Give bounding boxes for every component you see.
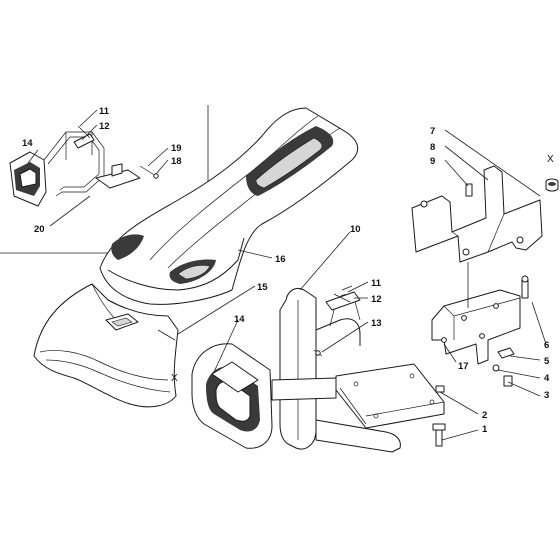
callout-16: 16 [275, 254, 286, 265]
marker-x-left: X [171, 373, 178, 384]
hood-cover [99, 107, 359, 305]
main-bumper-assembly [191, 285, 446, 453]
callout-5: 5 [544, 356, 550, 367]
callout-15: 15 [257, 282, 268, 293]
marker-x-right: X [547, 154, 554, 165]
callout-19: 19 [171, 143, 182, 154]
callout-13: 13 [371, 318, 382, 329]
lower-mount-bracket [431, 275, 529, 387]
callout-10: 10 [350, 224, 361, 235]
callout-6: 6 [544, 340, 549, 351]
callout-20: 20 [34, 224, 45, 235]
callout-11: 11 [371, 278, 382, 289]
inset-bumper-assembly [9, 125, 159, 207]
callout-4: 4 [544, 373, 550, 384]
callout-2: 2 [482, 410, 487, 421]
leader-lines [27, 109, 547, 441]
callout-12: 12 [371, 294, 382, 305]
callout-14: 14 [234, 314, 245, 325]
callout-14-inset: 14 [22, 138, 33, 149]
callout-9: 9 [430, 156, 435, 167]
callout-3: 3 [544, 390, 549, 401]
callout-18: 18 [171, 156, 182, 167]
callout-12-inset: 12 [99, 121, 110, 132]
callout-1: 1 [482, 424, 488, 435]
callout-labels: 1 2 3 4 5 6 7 8 9 10 11 11 12 12 13 14 1… [22, 106, 554, 435]
callout-17: 17 [458, 361, 469, 372]
front-fender [33, 283, 179, 408]
upper-mount-bracket [411, 165, 559, 263]
callout-11-inset: 11 [99, 106, 110, 117]
callout-7: 7 [430, 126, 435, 137]
callout-8: 8 [430, 142, 435, 153]
